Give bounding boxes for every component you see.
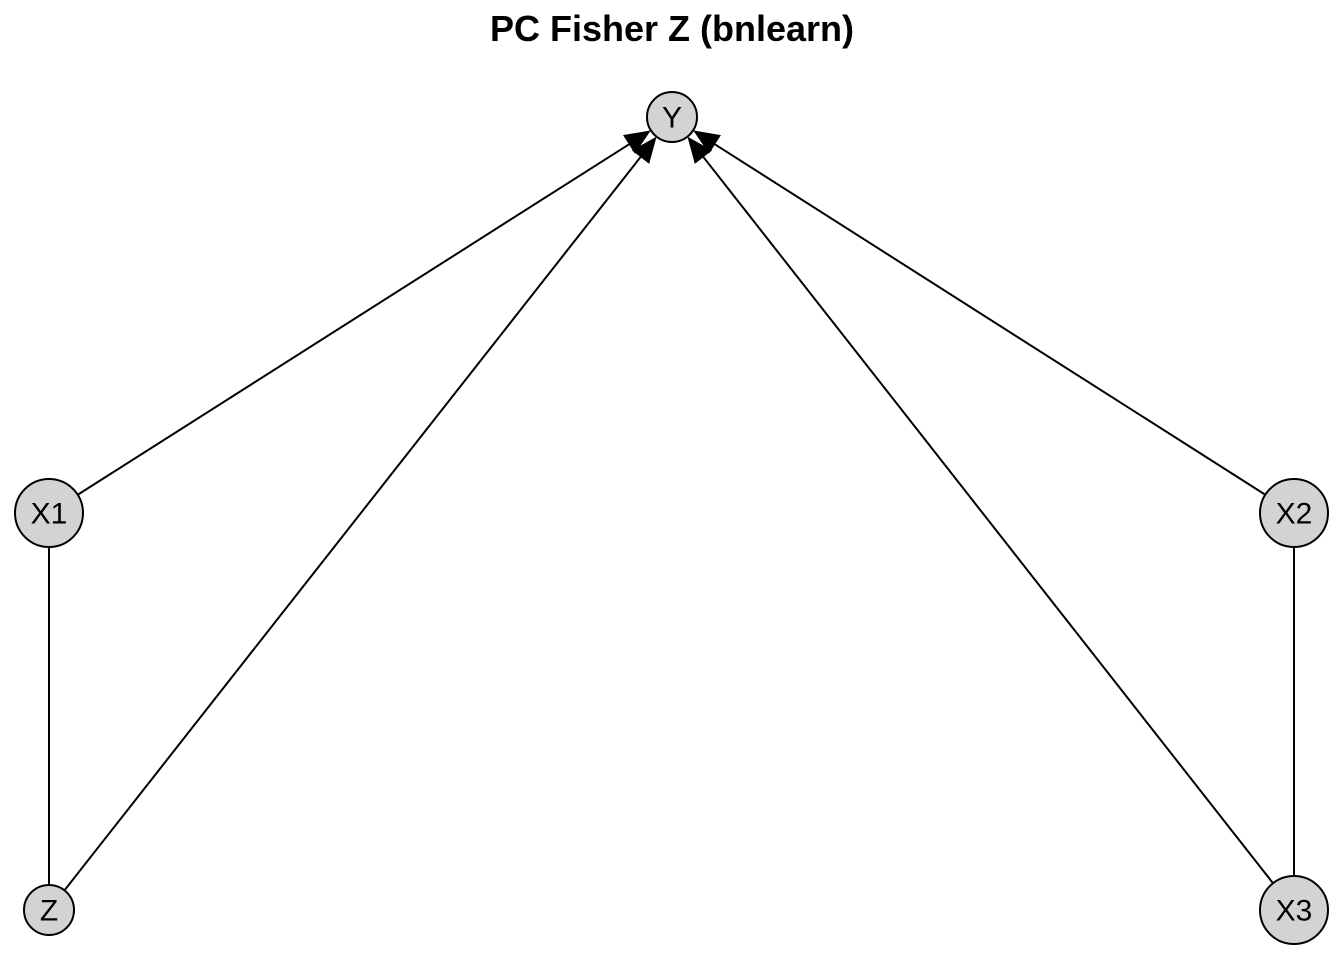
node-circle	[23, 884, 75, 936]
arrowhead-X1-to-Y	[623, 130, 651, 154]
arrowhead-Z-to-Y	[631, 136, 657, 164]
node-label: Z	[40, 895, 58, 928]
node-Y: Y	[646, 91, 698, 143]
node-label: Y	[662, 102, 682, 135]
arrowhead-X2-to-Y	[693, 130, 721, 154]
node-circle	[1259, 478, 1329, 548]
edge-X3-Y	[701, 154, 1274, 884]
node-X2: X2	[1259, 478, 1329, 548]
node-label: X1	[31, 498, 68, 531]
node-Z: Z	[23, 884, 75, 936]
node-label: X2	[1276, 498, 1313, 531]
node-circle	[1259, 875, 1329, 945]
node-X3: X3	[1259, 875, 1329, 945]
node-X1: X1	[14, 478, 84, 548]
node-circle	[14, 478, 84, 548]
edge-Z-Y	[63, 154, 643, 891]
edge-X1-Y	[77, 142, 632, 496]
diagram-title: PC Fisher Z (bnlearn)	[489, 8, 855, 49]
node-label: X3	[1276, 895, 1313, 928]
edge-X2-Y	[712, 142, 1266, 496]
arrowhead-X3-to-Y	[687, 136, 713, 164]
node-circle	[646, 91, 698, 143]
